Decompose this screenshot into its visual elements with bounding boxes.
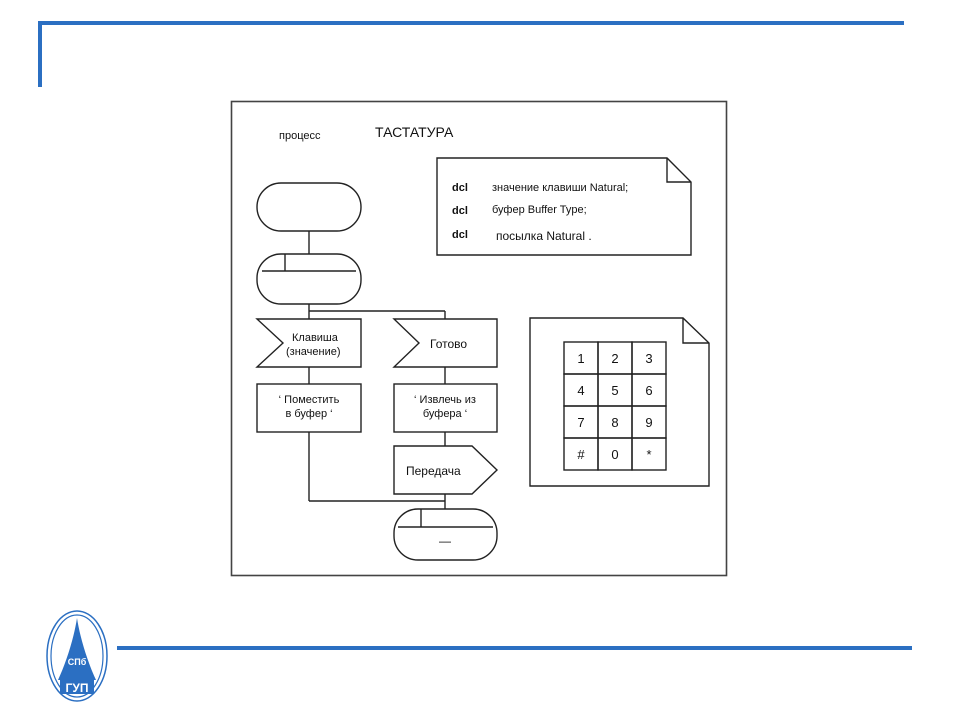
process-name: ТАСТАТУРА bbox=[375, 124, 454, 140]
decl-keyword-3: dcl bbox=[452, 229, 468, 241]
input-key-line2: (значение) bbox=[286, 346, 341, 358]
keypad-key-label: 9 bbox=[645, 415, 652, 430]
decl-text-1: значение клавиши Natural; bbox=[492, 182, 628, 194]
keypad-key-label: 3 bbox=[645, 351, 652, 366]
keypad-key-label: 0 bbox=[611, 447, 618, 462]
task-put-line1: ‘ Поместить bbox=[279, 394, 340, 406]
keypad-key bbox=[631, 437, 667, 471]
keypad-key-label: 8 bbox=[611, 415, 618, 430]
keypad-labels: 1 2 3 4 5 6 7 8 9 #0 * bbox=[577, 351, 652, 462]
diagram-frame bbox=[230, 100, 728, 577]
left-accent-line bbox=[38, 21, 42, 87]
output-label: Передача bbox=[406, 464, 461, 478]
keypad-grid bbox=[563, 341, 667, 471]
decl-keyword-2: dcl bbox=[452, 205, 468, 217]
keypad-key-label: 6 bbox=[645, 383, 652, 398]
declarations-note bbox=[436, 157, 692, 256]
state-symbol bbox=[256, 253, 362, 305]
declarations-note-fold bbox=[666, 158, 691, 183]
keypad-key-label: 2 bbox=[611, 351, 618, 366]
output-symbol bbox=[393, 445, 499, 495]
keypad-note-fold bbox=[682, 318, 709, 344]
decl-text-3: посылка Natural . bbox=[496, 229, 592, 243]
process-keyword: процесс bbox=[279, 130, 321, 142]
input-ready-label: Готово bbox=[430, 337, 467, 351]
logo-line1: СПб bbox=[68, 657, 87, 667]
keypad-note bbox=[529, 317, 710, 487]
keypad-key-label: 4 bbox=[577, 383, 584, 398]
task-extract-line2: буфера ‘ bbox=[423, 408, 467, 420]
university-logo: СПб ГУП bbox=[46, 610, 108, 702]
task-extract-line1: ‘ Извлечь из bbox=[414, 394, 476, 406]
final-state-symbol bbox=[393, 508, 498, 561]
start-symbol bbox=[256, 182, 362, 232]
decl-keyword-1: dcl bbox=[452, 182, 468, 194]
input-key-line1: Клавиша bbox=[292, 332, 339, 344]
keypad-key-label: 7 bbox=[577, 415, 584, 430]
final-state-label: — bbox=[439, 534, 451, 548]
logo-line2: ГУП bbox=[66, 681, 89, 695]
keypad-key-label: # bbox=[577, 447, 585, 462]
top-accent-line bbox=[38, 21, 904, 25]
keypad-key-label: 5 bbox=[611, 383, 618, 398]
decl-text-2: буфер Buffer Type; bbox=[492, 204, 587, 216]
bottom-accent-line bbox=[117, 646, 912, 650]
keypad-key-label: * bbox=[646, 447, 651, 462]
task-put-line2: в буфер ‘ bbox=[285, 408, 332, 420]
keypad-key-label: 1 bbox=[577, 351, 584, 366]
